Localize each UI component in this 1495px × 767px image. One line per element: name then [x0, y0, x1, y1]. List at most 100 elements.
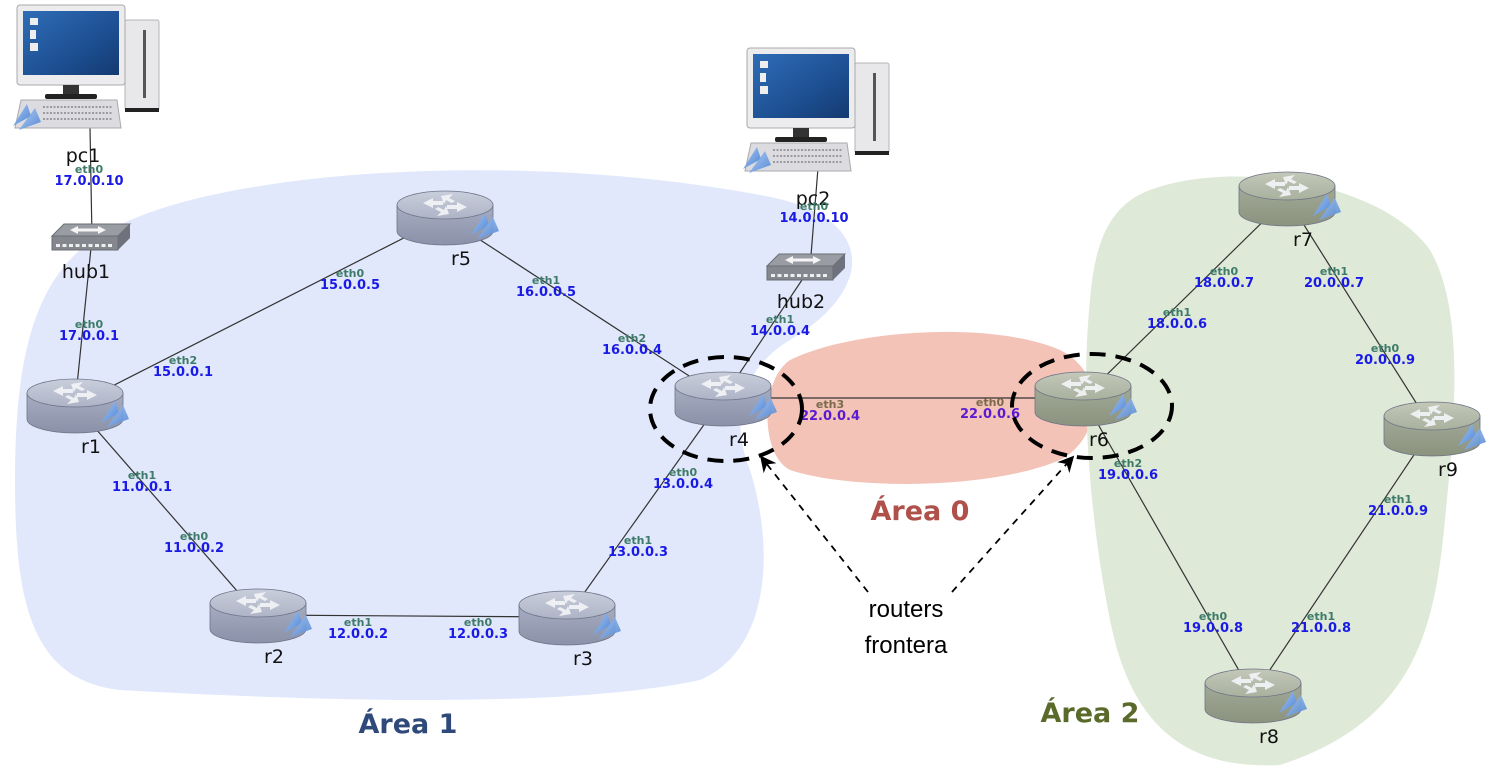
interface-name: eth1: [1384, 493, 1412, 506]
interface-ip: 13.0.0.4: [653, 477, 713, 492]
interface-ip: 16.0.0.5: [516, 285, 576, 300]
router-arrows-icon: [423, 194, 467, 216]
link-r1-r2[interactable]: [74, 404, 259, 616]
interface-name: eth1: [532, 274, 560, 287]
interface-ip: 12.0.0.3: [448, 627, 508, 642]
interface-name: eth0: [1210, 265, 1239, 278]
interface-ip: 19.0.0.8: [1183, 621, 1243, 636]
interface-ip: 14.0.0.4: [750, 324, 810, 339]
link-r5-r4[interactable]: [444, 216, 724, 399]
interface-ip: 20.0.0.7: [1304, 276, 1364, 291]
r4-label: r4: [729, 429, 749, 451]
pc-pc2[interactable]: pc2: [743, 47, 890, 210]
router-r5[interactable]: r5: [396, 190, 499, 270]
interface-name: eth2: [169, 354, 197, 367]
router-r3[interactable]: r3: [518, 590, 621, 670]
interface-ip: 17.0.0.10: [54, 174, 123, 189]
interface-ip: 20.0.0.9: [1355, 353, 1415, 368]
interface-ip: 15.0.0.1: [153, 365, 213, 380]
link-r9-r8[interactable]: [1252, 427, 1433, 696]
link-r1-r5[interactable]: [74, 216, 446, 406]
wing-icon: [743, 147, 771, 173]
router-arrows-icon: [236, 592, 280, 614]
r1-label: r1: [81, 436, 101, 458]
area0-region: [767, 331, 1094, 484]
link-r6-r8[interactable]: [1082, 397, 1254, 696]
router-r7[interactable]: r7: [1238, 171, 1341, 251]
interface-name: eth1: [624, 534, 652, 547]
border-router-highlight-r4: [648, 355, 804, 463]
annotation-arrow-r4: [759, 455, 869, 593]
interface-ip: 19.0.0.6: [1098, 468, 1158, 483]
router-r4[interactable]: r4: [674, 371, 777, 451]
interface-name: eth0: [669, 466, 698, 479]
area2-label: Área 2: [1041, 697, 1140, 729]
router-arrows-icon: [545, 594, 589, 616]
router-r2[interactable]: r2: [209, 588, 312, 668]
interface-name: eth0: [800, 200, 829, 213]
interface-name: eth1: [128, 469, 156, 482]
interface-ip: 11.0.0.2: [164, 541, 224, 556]
annotation-routers: routers: [869, 596, 944, 623]
interface-name: eth0: [75, 318, 104, 331]
link-pc1-hub1[interactable]: [89, 127, 93, 239]
router-r8[interactable]: r8: [1204, 668, 1307, 748]
area1-region: [15, 170, 853, 700]
r8-label: r8: [1259, 726, 1279, 748]
interface-name: eth1: [1163, 306, 1191, 319]
hub-hub2[interactable]: hub2: [765, 253, 847, 313]
interface-ip: 15.0.0.5: [320, 278, 380, 293]
r7-label: r7: [1293, 229, 1313, 251]
interface-ip: 18.0.0.6: [1147, 317, 1207, 332]
interface-ip: 11.0.0.1: [112, 480, 172, 495]
interface-ip: 12.0.0.2: [328, 627, 388, 642]
interface-name: eth0: [180, 530, 209, 543]
link-r2-r3[interactable]: [257, 614, 568, 618]
router-r6[interactable]: r6: [1034, 371, 1137, 451]
hub-arrows-icon: [70, 226, 106, 234]
pc-pc1[interactable]: pc1: [13, 4, 160, 167]
wing-icon: [593, 613, 621, 639]
link-r7-r9[interactable]: [1286, 197, 1433, 429]
router-r1[interactable]: r1: [26, 378, 129, 458]
link-r6-r7[interactable]: [1082, 197, 1288, 399]
link-r3-r4[interactable]: [566, 397, 724, 618]
interface-name: eth1: [766, 313, 794, 326]
interface-ip: 14.0.0.10: [779, 211, 848, 226]
interface-ip: 21.0.0.9: [1368, 504, 1428, 519]
wing-icon: [13, 104, 41, 130]
wing-icon: [1279, 691, 1307, 717]
interface-name: eth1: [1320, 265, 1348, 278]
wing-icon: [284, 611, 312, 637]
wing-icon: [1458, 424, 1486, 450]
interface-name: eth2: [1114, 457, 1142, 470]
interface-name: eth1: [1307, 610, 1335, 623]
router-r9[interactable]: r9: [1383, 401, 1486, 481]
link-pc2-hub2[interactable]: [809, 167, 819, 269]
hub-hub1[interactable]: hub1: [50, 223, 132, 283]
interface-ip: 22.0.0.6: [960, 407, 1020, 422]
interface-ip: 21.0.0.8: [1291, 621, 1351, 636]
link-hub1-r1[interactable]: [74, 237, 93, 406]
annotation-arrow-r6: [951, 455, 1075, 593]
router-arrows-icon: [1410, 405, 1454, 427]
interface-name: eth0: [1371, 342, 1400, 355]
